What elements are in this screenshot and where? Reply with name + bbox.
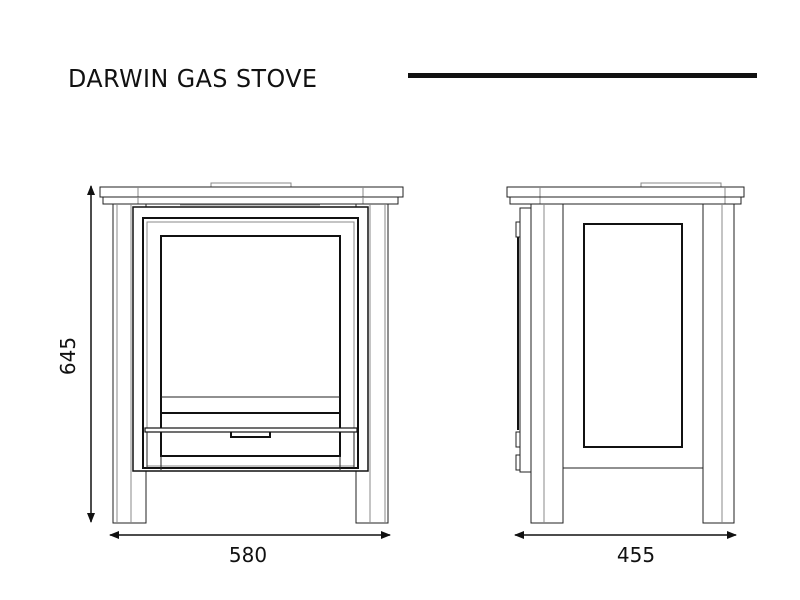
side-top-plate	[640, 182, 722, 188]
front-handle	[230, 432, 271, 438]
side-lower-hinge	[515, 431, 521, 448]
side-top-lower	[509, 196, 742, 205]
front-glass	[160, 235, 341, 457]
side-top-slab	[506, 186, 745, 198]
title-rule	[408, 73, 757, 78]
front-top-slab	[99, 186, 404, 198]
front-body-frame	[132, 206, 369, 472]
front-top-plate	[210, 182, 292, 188]
front-width-label: 580	[229, 543, 267, 567]
front-top-lower	[102, 196, 399, 205]
side-panel	[583, 223, 683, 448]
side-upper-hinge	[515, 221, 521, 238]
height-dimension: 645	[56, 185, 95, 523]
height-label: 645	[56, 337, 80, 375]
front-ledge	[144, 427, 358, 433]
side-depth-dimension: 455	[514, 531, 737, 567]
drawing-title: DARWIN GAS STOVE	[68, 64, 318, 93]
side-front-leg	[530, 203, 564, 524]
front-door	[142, 217, 359, 469]
side-view	[506, 182, 745, 524]
front-width-dimension: 580	[109, 531, 391, 567]
side-rear-leg	[702, 203, 735, 524]
front-view	[99, 182, 404, 524]
side-door-profile	[519, 207, 532, 473]
side-depth-label: 455	[617, 543, 655, 567]
